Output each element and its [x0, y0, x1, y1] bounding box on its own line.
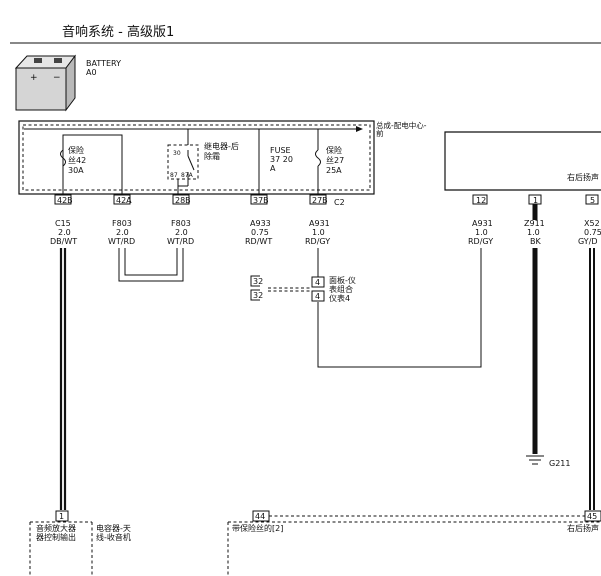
- fuse-27: [315, 129, 321, 194]
- cluster-connector-pins: [250, 275, 325, 302]
- svg-text:0.75: 0.75: [584, 228, 601, 237]
- fuse-37-20-label: FUSE: [270, 146, 291, 155]
- pin-44: 44: [255, 512, 265, 521]
- amplifier-module-label-2: 器控制输出: [36, 532, 76, 542]
- pin-28b: 28B: [175, 196, 191, 205]
- fuse-42-rating: 30A: [68, 166, 84, 175]
- radio-antenna-label-2: 线-收音机: [96, 532, 131, 542]
- fuse-42-label: 保险: [68, 145, 84, 155]
- battery-code: A0: [86, 68, 97, 77]
- svg-text:+: +: [30, 73, 38, 83]
- svg-text:GY/D: GY/D: [578, 237, 598, 246]
- wire-c15: [59, 248, 67, 510]
- svg-text:1.0: 1.0: [527, 228, 540, 237]
- pin-1: 1: [533, 196, 538, 205]
- fuse-37-20-unit: A: [270, 164, 276, 173]
- svg-text:WT/RD: WT/RD: [108, 237, 135, 246]
- connector-pins-top: [54, 194, 599, 205]
- relay-pin-87: 87: [170, 172, 178, 179]
- wire-label-f803-b: F803 2.0 WT/RD: [167, 219, 194, 246]
- svg-text:X52: X52: [584, 219, 600, 228]
- distribution-center: [18, 120, 375, 195]
- radio-antenna-label: 电容器-天: [96, 523, 131, 533]
- cluster-label: 面板-仪: [329, 275, 356, 285]
- svg-text:BK: BK: [530, 237, 541, 246]
- wire-label-c15: C15 2.0 DB/WT: [50, 219, 77, 246]
- wire-label-a933: A933 0.75 RD/WT: [245, 219, 272, 246]
- wire-label-a931-b: A931 1.0 RD/GY: [468, 219, 493, 246]
- distribution-center-label: 总成-配电中心-: [376, 120, 427, 130]
- svg-text:0.75: 0.75: [251, 228, 269, 237]
- ground-label: G211: [549, 459, 570, 468]
- svg-text:1.0: 1.0: [475, 228, 488, 237]
- svg-text:RD/GY: RD/GY: [305, 237, 330, 246]
- relay-rear-defrost: [167, 144, 199, 194]
- svg-text:WT/RD: WT/RD: [167, 237, 194, 246]
- svg-text:A931: A931: [472, 219, 493, 228]
- wire-label-x52: X52 0.75 GY/D: [578, 219, 601, 246]
- pin-27b: 27B: [312, 196, 328, 205]
- fuse-37-20-number: 37 20: [270, 155, 293, 164]
- pin-12: 12: [476, 196, 486, 205]
- svg-text:2.0: 2.0: [116, 228, 129, 237]
- wire-x52: [589, 248, 595, 510]
- cluster-label-2: 表组合: [329, 284, 353, 294]
- svg-text:2.0: 2.0: [175, 228, 188, 237]
- svg-text:RD/WT: RD/WT: [245, 237, 272, 246]
- svg-text:Z911: Z911: [524, 219, 545, 228]
- svg-text:A931: A931: [309, 219, 330, 228]
- svg-text:2.0: 2.0: [58, 228, 71, 237]
- speaker-right-label: 右后扬声: [567, 523, 599, 533]
- pin-32-b: 32: [253, 291, 263, 300]
- pin-42b: 42B: [57, 196, 73, 205]
- relay-pin-87a: 87A: [181, 172, 194, 179]
- wire-a931: [317, 248, 482, 368]
- svg-text:F803: F803: [112, 219, 132, 228]
- svg-text:F803: F803: [171, 219, 191, 228]
- svg-text:A933: A933: [250, 219, 271, 228]
- pin-5: 5: [590, 196, 595, 205]
- pin-37b: 37B: [253, 196, 269, 205]
- distribution-center-label-2: 前: [376, 128, 384, 138]
- fuse-27-label: 保险: [326, 145, 342, 155]
- battery-name: BATTERY: [86, 59, 121, 68]
- svg-text:1.0: 1.0: [312, 228, 325, 237]
- wire-f803-loop: [118, 248, 184, 282]
- pin-42a: 42A: [116, 196, 132, 205]
- pin-32-a: 32: [253, 277, 263, 286]
- svg-text:RD/GY: RD/GY: [468, 237, 493, 246]
- connector-c2: C2: [334, 198, 345, 207]
- pin-45: 45: [587, 512, 597, 521]
- svg-text:−: −: [53, 73, 61, 83]
- wire-label-a931-a: A931 1.0 RD/GY: [305, 219, 330, 246]
- rear-module-label: 右后扬声: [567, 172, 599, 182]
- ground-icon: [526, 455, 544, 465]
- bottom-connectors: [29, 510, 601, 576]
- relay-label-2: 除霜: [204, 151, 220, 161]
- wire-label-f803-a: F803 2.0 WT/RD: [108, 219, 135, 246]
- fuse-27-rating: 25A: [326, 166, 342, 175]
- wire-label-z911: Z911 1.0 BK: [524, 219, 545, 246]
- fuse-42-label-2: 丝42: [68, 155, 86, 165]
- cluster-label-3: 仪表4: [329, 293, 350, 303]
- pin-4-a: 4: [315, 278, 320, 287]
- amplifier-module-label: 音频放大器: [36, 523, 76, 533]
- fuse-27-label-2: 丝27: [326, 155, 344, 165]
- fuse-42: [60, 134, 123, 194]
- svg-text:C15: C15: [55, 219, 71, 228]
- rear-speaker-module: [444, 131, 601, 191]
- battery-icon: + −: [14, 54, 76, 112]
- relay-pin-30: 30: [173, 150, 181, 157]
- pin-4-b: 4: [315, 292, 320, 301]
- svg-text:DB/WT: DB/WT: [50, 237, 77, 246]
- pin-1-bottom: 1: [59, 512, 64, 521]
- relay-label: 继电器-后: [204, 141, 239, 151]
- speaker-left-label: 带保险丝的[2]: [232, 523, 283, 533]
- page-title: 音响系统 - 高级版1: [62, 24, 174, 40]
